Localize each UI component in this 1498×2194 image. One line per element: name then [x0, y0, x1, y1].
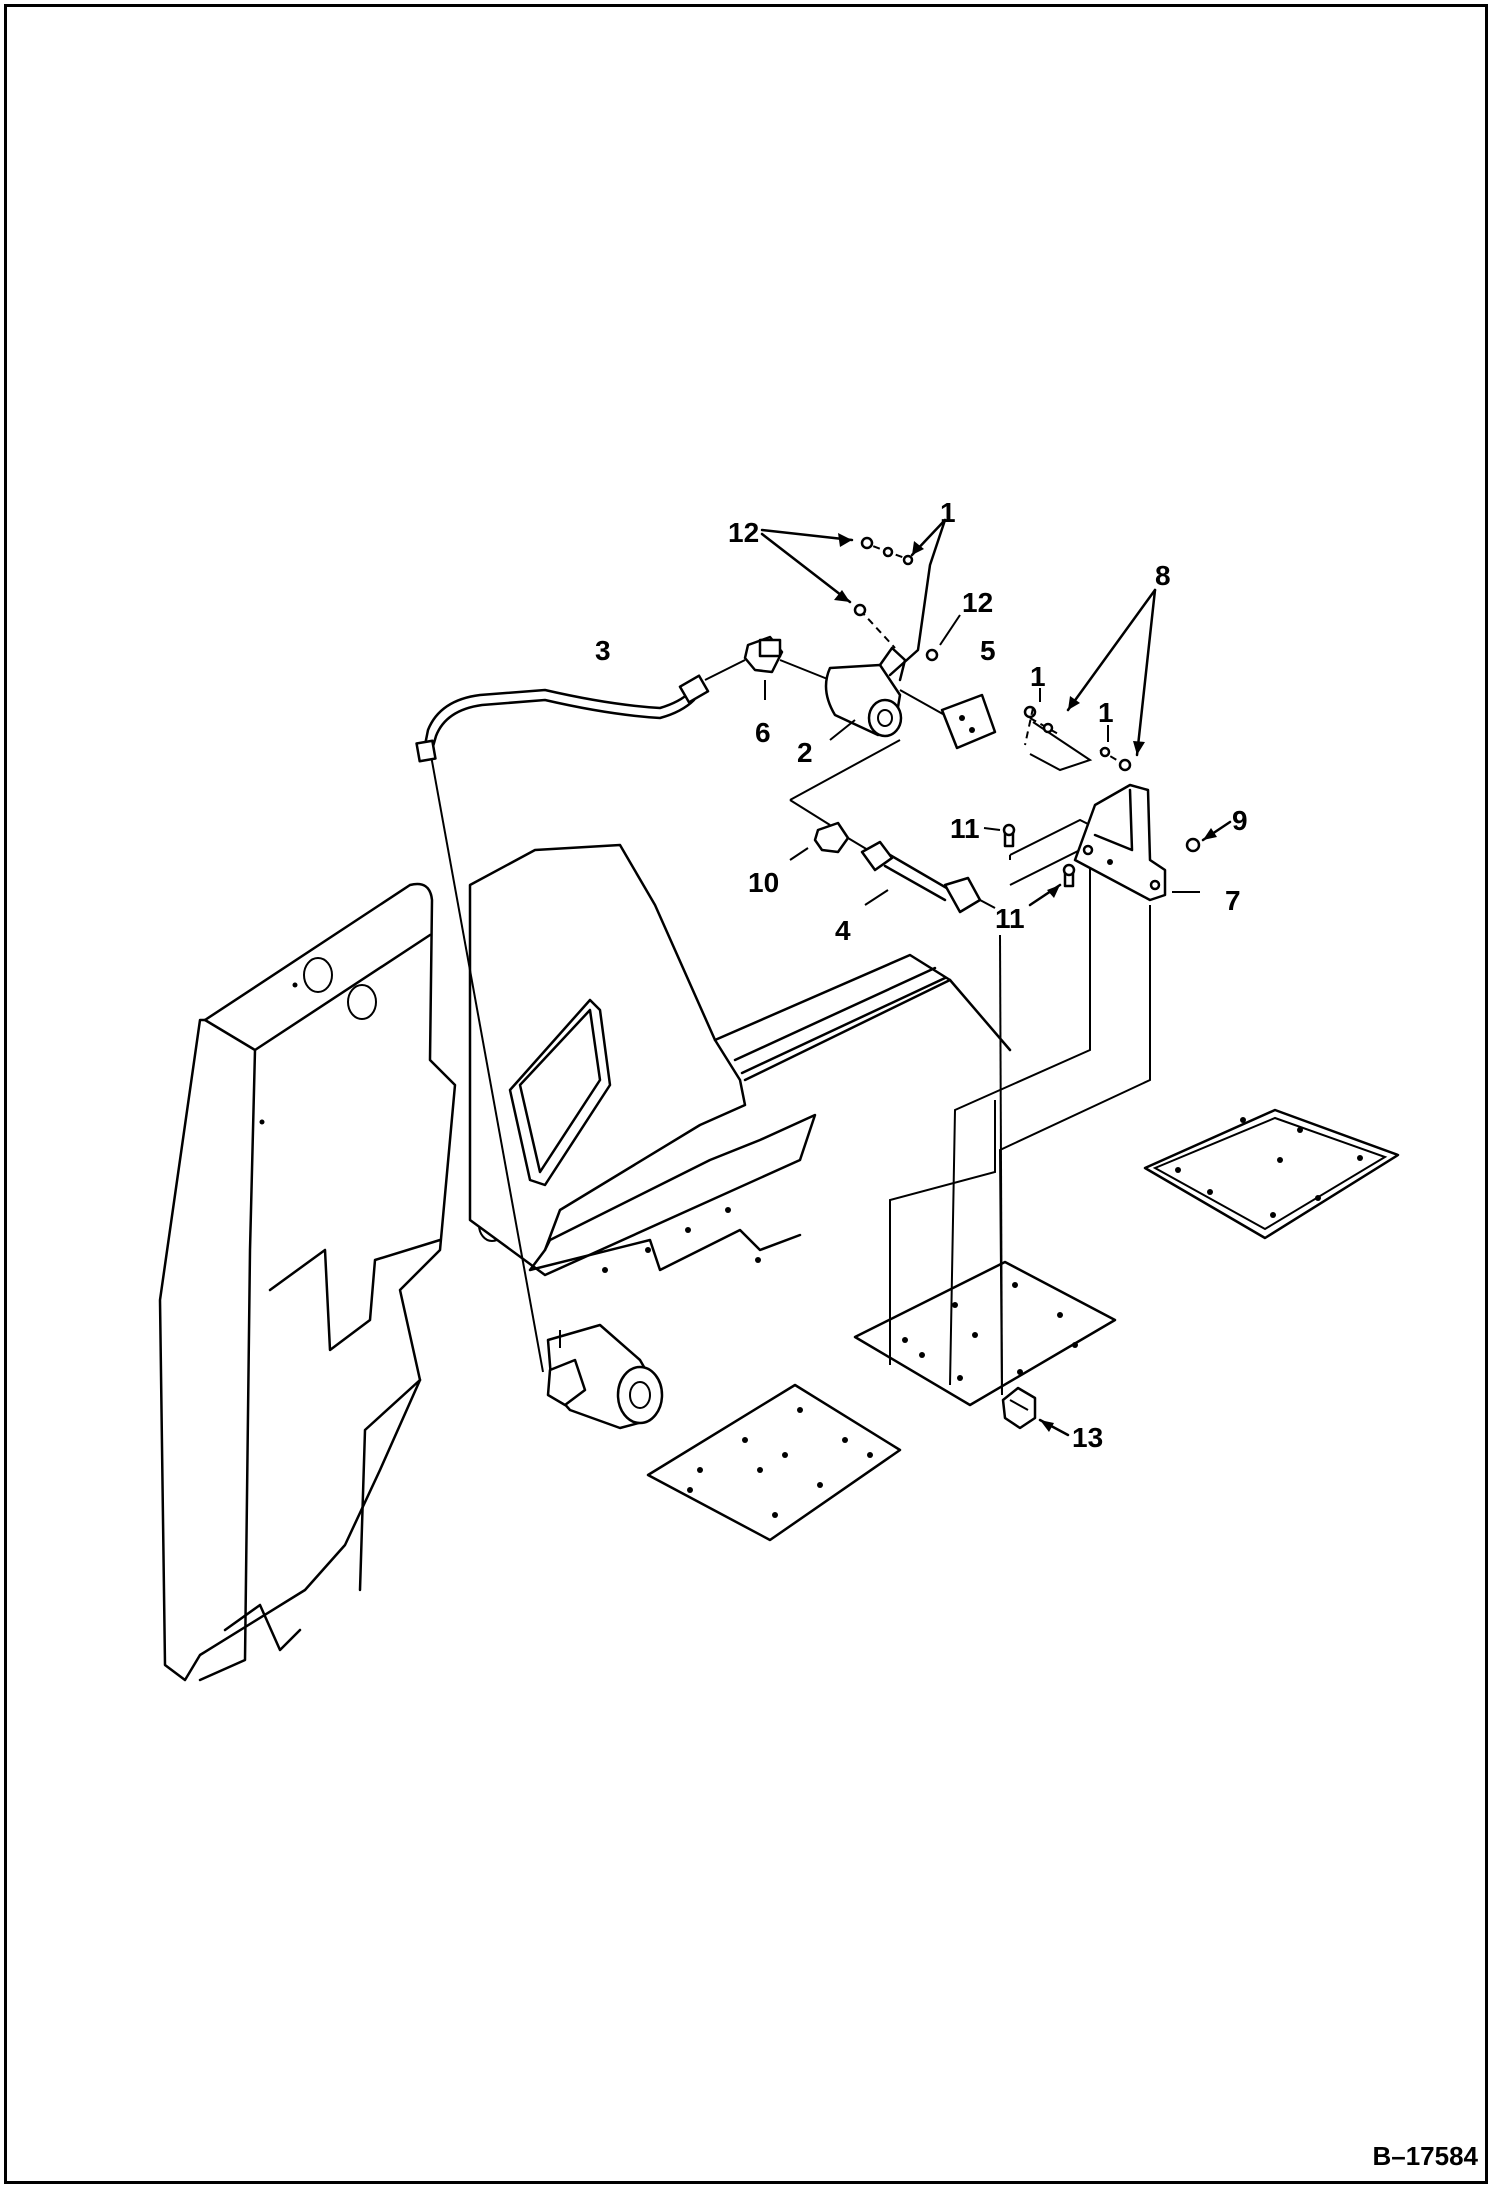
- callout-1c: 1: [1098, 697, 1114, 728]
- callout-5: 5: [980, 635, 996, 666]
- callout-9: 9: [1232, 805, 1248, 836]
- bracket-5: [940, 693, 997, 750]
- drawing-reference-number: B–17584: [1372, 2141, 1478, 2171]
- callout-4: 4: [835, 915, 851, 946]
- chassis-frame: [468, 843, 1012, 1277]
- callout-1a: 1: [940, 497, 956, 528]
- callout-10: 10: [748, 867, 779, 898]
- callout-11b: 11: [995, 903, 1025, 934]
- hose-3: [415, 659, 746, 763]
- callout-13: 13: [1072, 1422, 1103, 1453]
- callout-2: 2: [797, 737, 813, 768]
- fitting-13: [1001, 1386, 1037, 1430]
- hydraulic-motor: [546, 1323, 664, 1430]
- callout-3: 3: [595, 635, 611, 666]
- side-panel: [158, 882, 506, 1682]
- callout-labels: 1 12 12 3 5 8 1 1 6 2 11 9 10 7 11 4 13: [595, 497, 1248, 1453]
- connection-lines: [429, 721, 1151, 1396]
- elbow-fitting-6: [743, 635, 831, 681]
- callout-6: 6: [755, 717, 771, 748]
- hose-4: [860, 840, 996, 914]
- callout-12b: 12: [962, 587, 993, 618]
- cover-plates: [646, 1108, 1400, 1542]
- callout-1b: 1: [1030, 661, 1046, 692]
- fitting-10: [813, 821, 869, 854]
- callout-7: 7: [1225, 885, 1241, 916]
- bracket-7: [1073, 783, 1167, 902]
- callout-12a: 12: [728, 517, 759, 548]
- bolts-9-11: [1002, 823, 1201, 888]
- callout-leaders: [760, 518, 1232, 1437]
- callout-11a: 11: [950, 813, 980, 844]
- callout-8: 8: [1155, 560, 1171, 591]
- fasteners-1-12: [853, 536, 1132, 772]
- canister-2: [824, 646, 951, 738]
